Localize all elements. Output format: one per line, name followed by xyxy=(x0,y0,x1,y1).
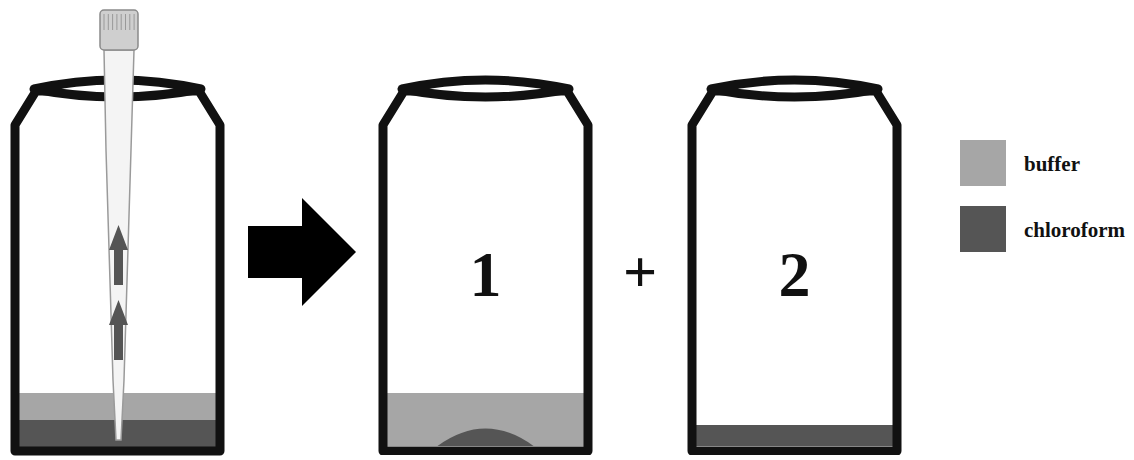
chloroform-droplet xyxy=(438,429,534,447)
vial-rim xyxy=(402,80,569,97)
buffer-layer xyxy=(387,393,584,446)
cap-ridge xyxy=(125,14,126,30)
cap-ridge xyxy=(116,14,117,30)
cap-ridge xyxy=(104,14,105,30)
flow-arrow xyxy=(109,225,128,285)
cap-ridge xyxy=(108,14,109,30)
cap-ridge xyxy=(129,14,130,30)
vial-outline xyxy=(383,91,588,451)
plus-sign: + xyxy=(623,242,657,302)
legend-text: buffer xyxy=(1024,154,1080,175)
cap-ridge xyxy=(112,14,113,30)
pipette-cap xyxy=(100,10,138,50)
vial-outline xyxy=(692,91,897,451)
vial: 2 xyxy=(687,75,902,455)
vial-rim xyxy=(711,80,878,97)
vial-label-box: 2 xyxy=(687,243,902,307)
legend-swatch xyxy=(960,140,1006,186)
chloroform-layer xyxy=(696,425,893,446)
cap-ridge xyxy=(121,14,122,30)
process-arrow xyxy=(248,198,356,306)
pipette-tip xyxy=(104,50,134,440)
pipette xyxy=(100,10,138,440)
legend-text: chloroform xyxy=(1024,220,1125,241)
vial-label-box: 1 xyxy=(378,243,593,307)
cap-ridge xyxy=(134,14,135,30)
vial-number: 1 xyxy=(470,239,502,310)
vial: 1 xyxy=(378,75,593,455)
legend-swatch xyxy=(960,206,1006,252)
vial-number: 2 xyxy=(779,239,811,310)
flow-arrow xyxy=(109,300,128,360)
